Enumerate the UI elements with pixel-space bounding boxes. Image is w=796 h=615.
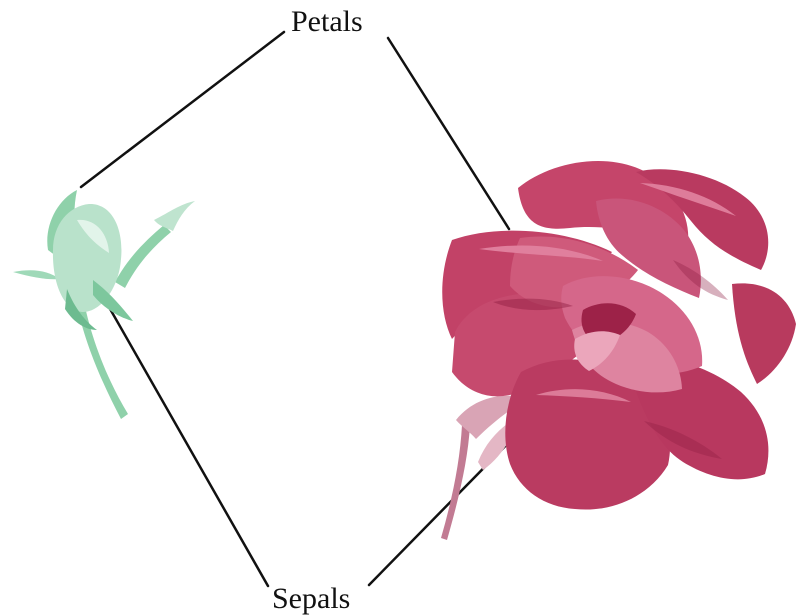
sepals-label: Sepals (272, 584, 350, 614)
open-rose-illustration (441, 161, 796, 540)
sepals-leader-line-left (93, 279, 268, 586)
rose-bud-illustration (13, 190, 195, 419)
bud-sepal-left (13, 270, 60, 279)
petals-leader-line-left (81, 32, 284, 187)
bud-branch (115, 225, 171, 288)
bud-body (53, 204, 122, 312)
rose-stem (441, 425, 470, 540)
bud-leaf-tip (154, 201, 195, 231)
petals-label: Petals (291, 7, 363, 37)
rose-outer-petal-right (732, 283, 796, 384)
petals-leader-line-right (388, 38, 509, 229)
